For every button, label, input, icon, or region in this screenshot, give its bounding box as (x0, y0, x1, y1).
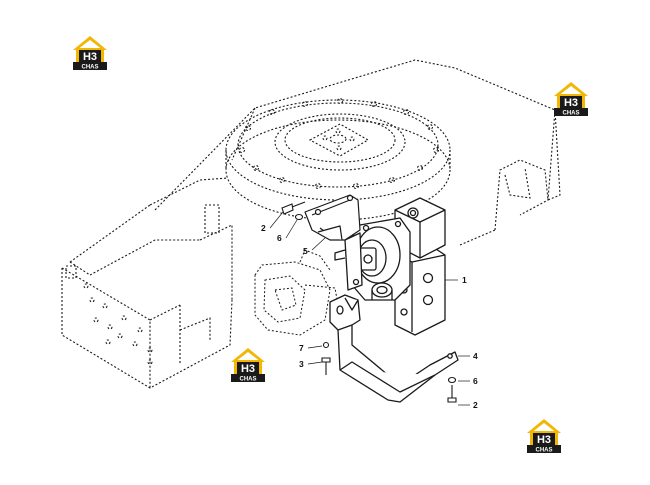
svg-text:CHAS: CHAS (562, 111, 579, 117)
svg-text:CHAS: CHAS (239, 377, 256, 383)
svg-text:CHAS: CHAS (535, 448, 552, 454)
callout-2-lower: 2 (473, 400, 478, 410)
watermark-logo-top-left: H3 CHAS (73, 36, 107, 71)
fasteners (281, 201, 457, 403)
callout-3: 3 (299, 359, 304, 369)
valve-assembly (334, 197, 446, 336)
leader-lines (269, 211, 470, 406)
upper-bracket (304, 194, 361, 241)
callout-6-lower: 6 (473, 376, 478, 386)
callout-7: 7 (299, 343, 304, 353)
callout-1: 1 (462, 275, 467, 285)
callout-4: 4 (473, 351, 478, 361)
svg-text:H3: H3 (241, 363, 255, 375)
callout-2-upper: 2 (261, 223, 266, 233)
watermark-logo-middle-left: H3 CHAS (231, 348, 265, 383)
chassis-frame (61, 59, 561, 389)
svg-text:H3: H3 (83, 51, 97, 63)
watermark-logo-bottom-right: H3 CHAS (527, 419, 561, 454)
callouts: 1 2 6 5 7 3 4 6 2 (261, 223, 478, 410)
svg-text:H3: H3 (564, 97, 578, 109)
svg-text:CHAS: CHAS (81, 65, 98, 71)
ghost-motor (254, 249, 339, 336)
lower-bracket (329, 294, 459, 403)
watermark-logo-top-right: H3 CHAS (554, 82, 588, 117)
slewing-ring (225, 97, 451, 221)
callout-6-upper: 6 (277, 233, 282, 243)
callout-5: 5 (303, 246, 308, 256)
svg-text:H3: H3 (537, 434, 551, 446)
